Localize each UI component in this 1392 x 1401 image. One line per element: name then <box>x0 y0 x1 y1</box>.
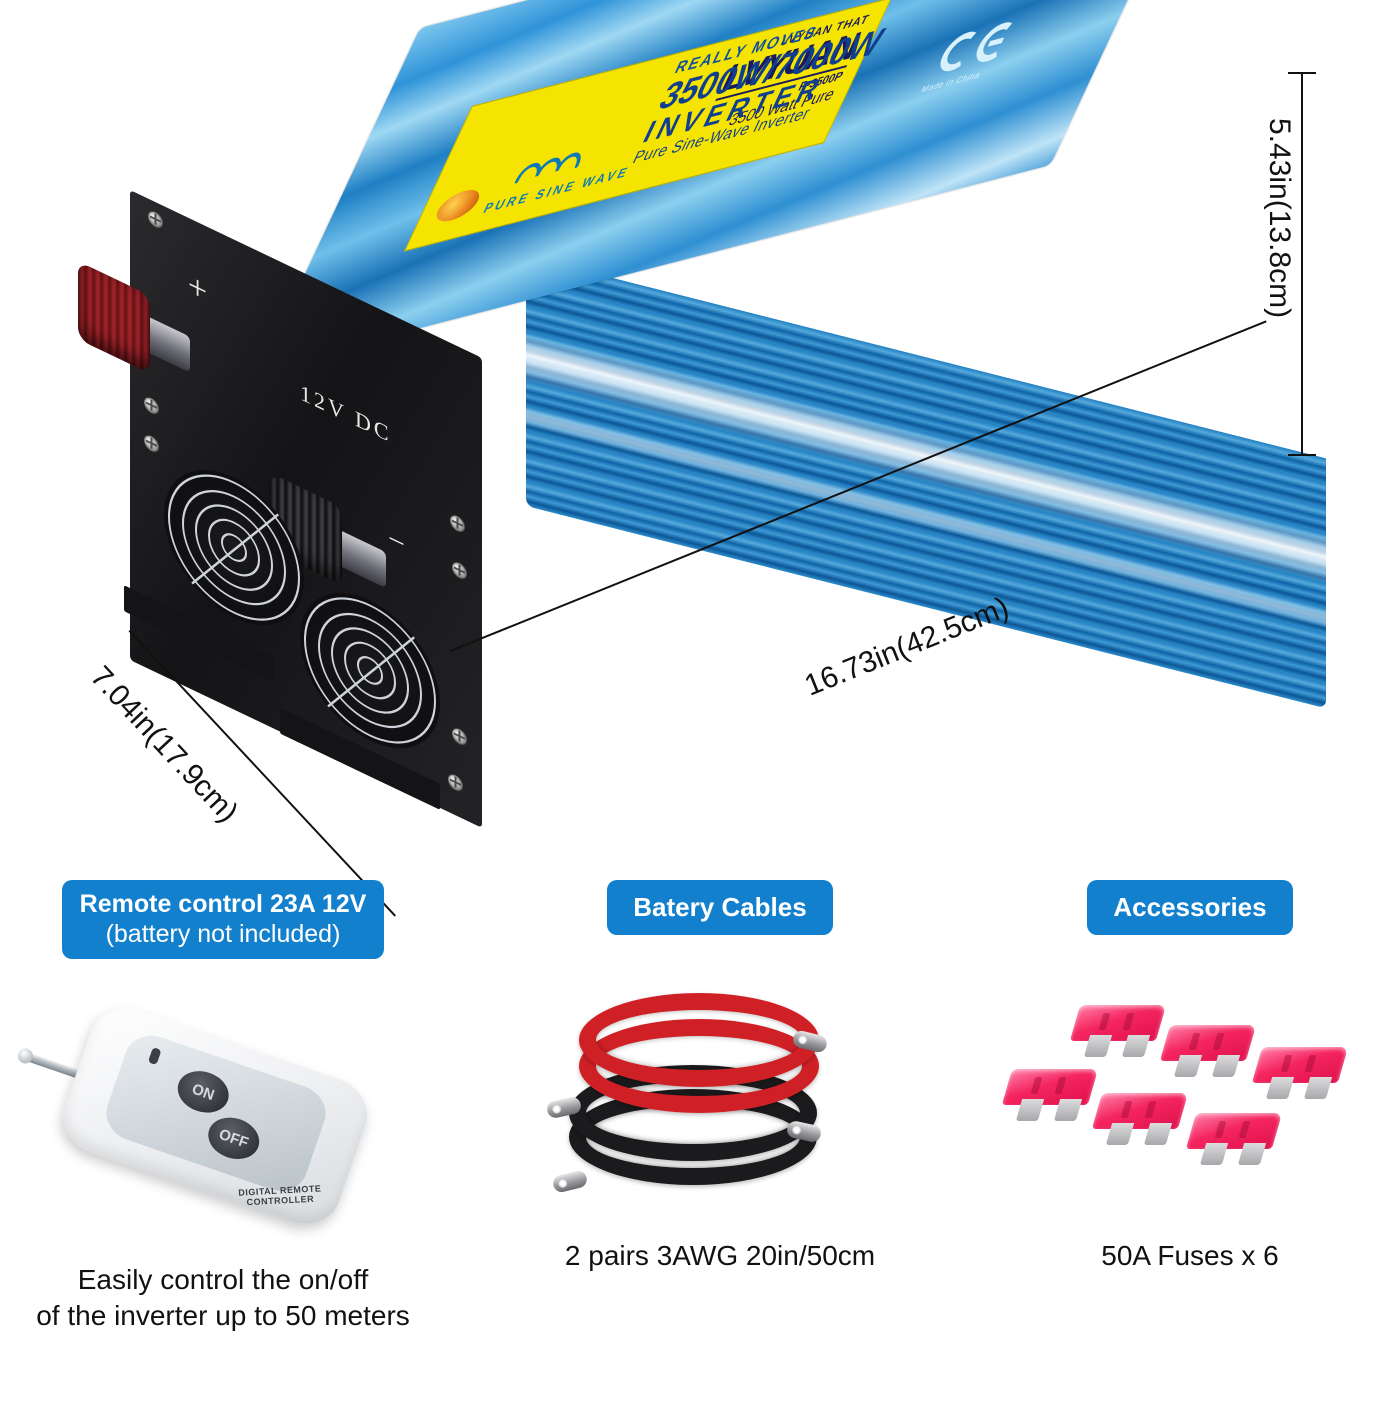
dimension-tick-height-top <box>1288 72 1316 74</box>
badge-accessories-label: Accessories <box>1113 892 1267 922</box>
remote-body: ON OFF DIGITAL REMOTE CONTROLLER <box>53 997 377 1235</box>
remote-on-button[interactable]: ON <box>172 1064 235 1120</box>
inverter-product-image: PURE SINE WAVE LVYUAN THAT LVYUAN P-3500… <box>78 0 1326 828</box>
voltage-label: 12V DC <box>300 379 392 448</box>
caption-remote-line2: of the inverter up to 50 meters <box>36 1299 410 1331</box>
accessories-section: Remote control 23A 12V (battery not incl… <box>0 880 1392 1401</box>
badge-remote-control: Remote control 23A 12V (battery not incl… <box>61 880 385 959</box>
caption-cables: 2 pairs 3AWG 20in/50cm <box>505 1238 935 1274</box>
blade-fuse <box>1069 1004 1167 1059</box>
terminal-cap-red <box>78 261 150 374</box>
panel-screw <box>144 432 159 455</box>
badge-cables-label: Batery Cables <box>633 892 807 922</box>
ce-icon <box>940 22 1013 72</box>
panel-screw <box>452 559 467 582</box>
remote-on-label: ON <box>189 1080 217 1104</box>
negative-terminal-label: − <box>388 521 405 563</box>
badge-battery-cables: Batery Cables <box>607 880 833 935</box>
caption-cables-line1: 2 pairs 3AWG 20in/50cm <box>564 1239 876 1271</box>
blade-fuse <box>1159 1024 1257 1079</box>
panel-screw <box>148 208 163 231</box>
product-hero-section: PURE SINE WAVE LVYUAN THAT LVYUAN P-3500… <box>0 0 1392 870</box>
remote-off-label: OFF <box>216 1125 251 1152</box>
caption-remote: Easily control the on/off of the inverte… <box>8 1262 438 1334</box>
badge-remote-line2: (battery not included) <box>105 919 341 948</box>
remote-off-button[interactable]: OFF <box>202 1110 265 1166</box>
blade-fuse <box>1251 1046 1349 1101</box>
dimension-label-height: 5.43in(13.8cm) <box>1263 118 1296 319</box>
badge-accessories: Accessories <box>1087 880 1293 935</box>
panel-screw <box>448 771 463 794</box>
battery-cables-artwork <box>505 977 935 1232</box>
blade-fuse <box>1185 1112 1283 1167</box>
caption-remote-line1: Easily control the on/off <box>77 1264 369 1295</box>
fuses-artwork <box>975 977 1392 1232</box>
cable-coil-red <box>579 992 819 1087</box>
remote-control-artwork: ON OFF DIGITAL REMOTE CONTROLLER <box>8 997 438 1256</box>
dimension-line-height <box>1301 72 1303 456</box>
caption-fuses-line1: 50A Fuses x 6 <box>1101 1239 1279 1271</box>
positive-terminal-label: + <box>188 265 208 312</box>
badge-remote-line1: Remote control 23A 12V <box>79 890 367 918</box>
panel-screw <box>452 725 467 748</box>
cable-ring-terminal <box>551 1168 589 1194</box>
caption-fuses: 50A Fuses x 6 <box>975 1238 1392 1274</box>
accessory-column-remote: Remote control 23A 12V (battery not incl… <box>8 880 438 1334</box>
remote-led-indicator <box>147 1047 162 1066</box>
blade-fuse <box>1001 1068 1099 1123</box>
dimension-tick-height-bottom <box>1288 454 1316 456</box>
remote-body-text: DIGITAL REMOTE CONTROLLER <box>238 1184 322 1209</box>
product-label-sticker: PURE SINE WAVE LVYUAN THAT LVYUAN P-3500… <box>403 0 892 252</box>
accessory-column-accessories: Accessories <box>975 880 1392 1274</box>
remote-face-plate: ON OFF <box>99 1027 333 1199</box>
remote-body-text-line2: CONTROLLER <box>246 1194 315 1208</box>
panel-screw <box>144 394 159 417</box>
blade-fuse <box>1091 1092 1189 1147</box>
sine-wave-icon <box>514 152 581 184</box>
ce-mark-block: Made in China <box>913 14 1038 108</box>
accessory-column-cables: Batery Cables 2 pairs 3AWG 20in/50cm <box>505 880 935 1274</box>
panel-screw <box>450 512 465 535</box>
hologram-seal-icon <box>431 185 485 226</box>
